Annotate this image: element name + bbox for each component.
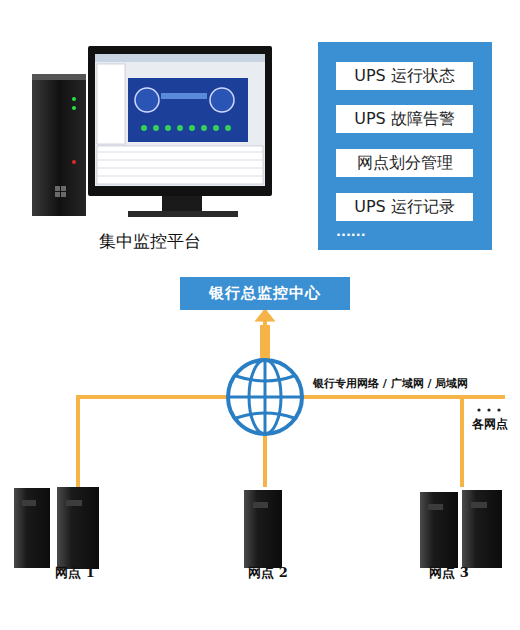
network-label: 银行专用网络 / 广域网 / 局域网 <box>313 376 468 391</box>
function-box: UPS 故障告警 <box>336 105 473 133</box>
node-text: 网点 3 <box>429 564 469 582</box>
monitoring-center-box: 银行总监控中心 <box>180 277 350 310</box>
continuation-dots <box>477 408 500 411</box>
node-text: 网点划分管理 <box>357 153 453 174</box>
platform-label: 集中监控平台 <box>99 230 201 253</box>
function-box: UPS 运行记录 <box>336 193 473 221</box>
node-text: 网点 2 <box>248 564 288 582</box>
node-text: 银行总监控中心 <box>209 284 321 303</box>
site-node: 网点 1 <box>10 487 120 582</box>
monitor <box>88 46 272 217</box>
node-text: 网点 1 <box>55 564 95 582</box>
function-panel <box>318 42 492 250</box>
node-text: UPS 运行记录 <box>354 197 455 218</box>
bus-extension <box>462 395 505 399</box>
sites-label: 各网点 <box>472 416 508 433</box>
function-box: UPS 运行状态 <box>336 62 473 90</box>
network-globe <box>228 360 302 434</box>
node-text: UPS 运行状态 <box>354 66 455 87</box>
ellipsis-text: ...... <box>336 224 366 239</box>
site-node: 网点 2 <box>215 487 315 582</box>
function-box: 网点划分管理 <box>336 149 473 177</box>
ups-cabinets <box>14 487 502 569</box>
node-text: UPS 故障告警 <box>354 109 455 130</box>
pc-tower <box>32 74 86 216</box>
site-node: 网点 3 <box>405 487 515 582</box>
